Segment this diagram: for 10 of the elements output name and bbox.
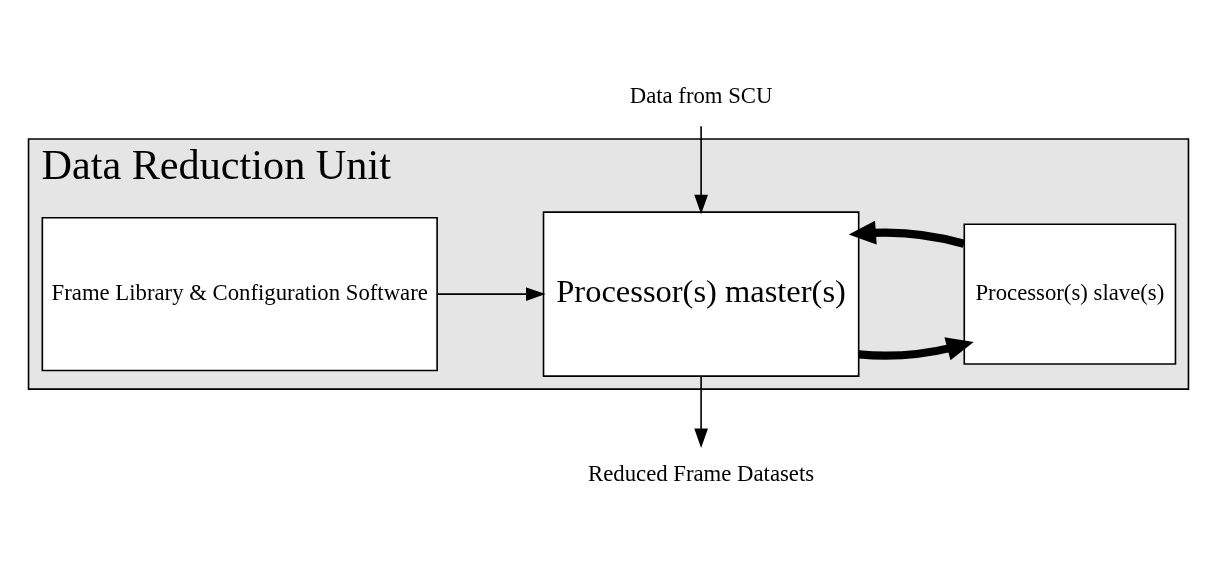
arrow — [858, 336, 974, 360]
arrow — [848, 220, 965, 248]
arrow — [694, 375, 708, 448]
arrow — [694, 124, 708, 214]
node-box: Frame Library & Configuration Software — [41, 216, 438, 371]
node-text: Data from SCU — [629, 82, 773, 108]
node-text: Reduced Frame Datasets — [588, 460, 815, 486]
node-box: Processor(s) master(s) — [542, 210, 860, 377]
arrow — [436, 286, 546, 301]
node-box: Processor(s) slave(s) — [963, 222, 1177, 365]
